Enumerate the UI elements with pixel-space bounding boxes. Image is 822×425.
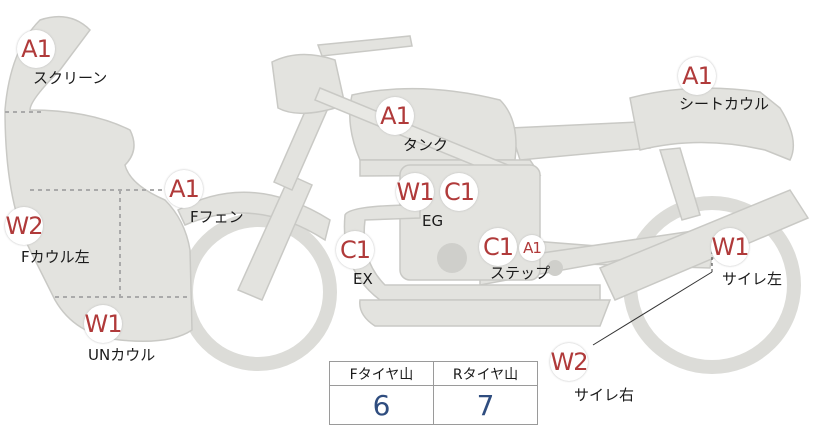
engine-badge-1: W1	[396, 173, 435, 211]
tank-label: タンク	[403, 136, 449, 154]
silencer-left-badge: W1	[711, 228, 750, 266]
front-cowl-left-label: Fカウル左	[21, 248, 90, 266]
step-badge-1: C1	[479, 228, 517, 266]
tire-tread-table: Fタイヤ山 Rタイヤ山 6 7	[329, 361, 538, 425]
front-tire-value: 6	[329, 385, 434, 425]
silencer-right-label: サイレ右	[574, 386, 635, 404]
step-badge-2: A1	[519, 235, 545, 261]
silencer-right-badge: W2	[550, 343, 589, 381]
front-cowl-shape	[4, 15, 193, 342]
front-cowl-left-badge: W2	[5, 207, 44, 245]
step-label: ステップ	[490, 264, 551, 282]
screen-label: スクリーン	[33, 69, 108, 87]
front-tire-header: Fタイヤ山	[329, 361, 434, 386]
screen-badge: A1	[17, 30, 55, 68]
tank-badge: A1	[376, 97, 414, 135]
under-cowl-label: UNカウル	[88, 346, 156, 364]
silencer-left-label: サイレ左	[722, 270, 783, 288]
front-fork	[236, 174, 313, 301]
rear-tire-header: Rタイヤ山	[433, 361, 538, 386]
silencer-shape	[598, 189, 810, 301]
rear-tire-value: 7	[433, 385, 538, 425]
front-fender-label: Fフェン	[190, 208, 244, 226]
exhaust-badge: C1	[336, 231, 374, 269]
engine-badge-2: C1	[440, 173, 478, 211]
front-fender-badge: A1	[165, 170, 203, 208]
seat-cowl-badge: A1	[678, 57, 716, 95]
engine-label: EG	[422, 212, 444, 230]
under-cowl-badge: W1	[84, 305, 123, 343]
exhaust-label: EX	[353, 270, 373, 288]
seat-cowl-label: シートカウル	[679, 95, 770, 113]
